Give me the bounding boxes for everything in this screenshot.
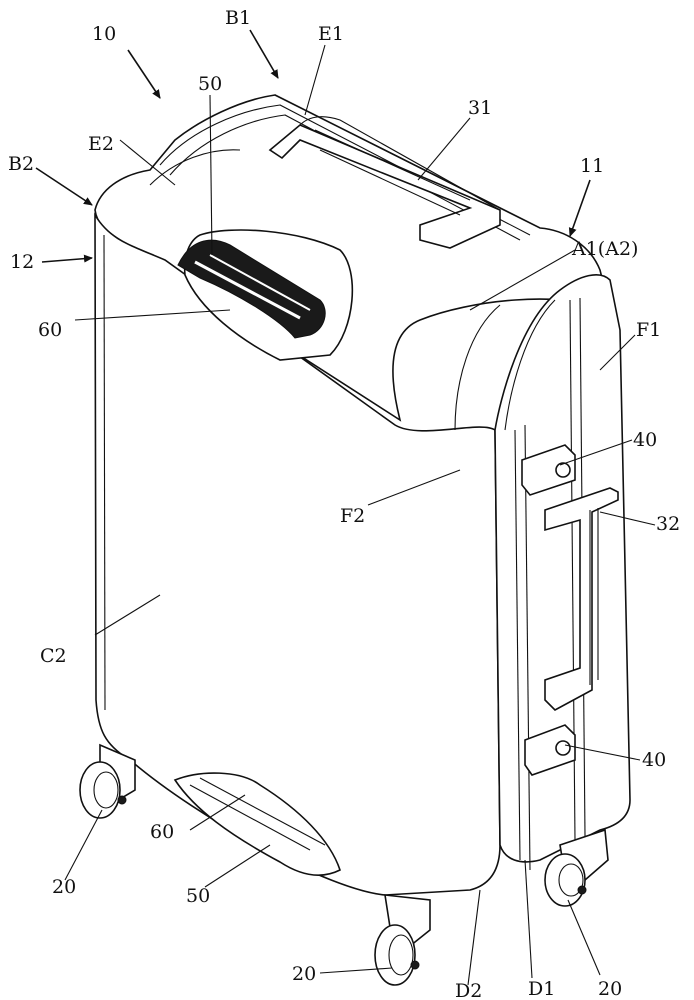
label-60-bottom: 60 [150, 821, 174, 843]
wheel-front [374, 894, 431, 986]
latch-bottom [524, 724, 576, 776]
label-50-bottom: 50 [186, 885, 210, 907]
top-handle [268, 116, 501, 249]
label-40-bottom: 40 [642, 749, 666, 771]
label-B1: B1 [225, 7, 251, 29]
label-F1: F1 [636, 319, 661, 341]
top-rim [159, 104, 531, 236]
label-D2: D2 [455, 980, 482, 1000]
label-20-bottom: 20 [292, 963, 316, 985]
latch-top [521, 444, 576, 496]
label-10: 10 [92, 23, 116, 45]
label-C2: C2 [40, 645, 67, 667]
label-E1: E1 [318, 23, 344, 45]
wheel-left [79, 743, 136, 819]
label-11: 11 [580, 155, 604, 177]
suitcase [79, 94, 631, 986]
label-32: 32 [656, 513, 680, 535]
label-31: 31 [468, 97, 492, 119]
side-panel [494, 274, 631, 863]
reference-labels: 10 B1 E1 50 31 E2 B2 11 12 A1(A2) 60 F1 … [8, 7, 680, 1000]
label-B2: B2 [8, 153, 34, 175]
top-recess-handle [177, 229, 354, 361]
label-20-left: 20 [52, 876, 76, 898]
label-D1: D1 [528, 978, 555, 1000]
leader-lines [35, 29, 656, 986]
label-60-top: 60 [38, 319, 62, 341]
label-E2: E2 [88, 133, 114, 155]
label-20-right: 20 [598, 978, 622, 1000]
label-F2: F2 [340, 505, 365, 527]
label-A1A2: A1(A2) [571, 238, 638, 260]
bottom-recess-handle [173, 772, 341, 877]
wheel-right [544, 828, 609, 907]
label-50-top: 50 [198, 73, 222, 95]
label-40-top: 40 [633, 429, 657, 451]
label-12: 12 [10, 251, 34, 273]
side-handle [544, 487, 619, 711]
